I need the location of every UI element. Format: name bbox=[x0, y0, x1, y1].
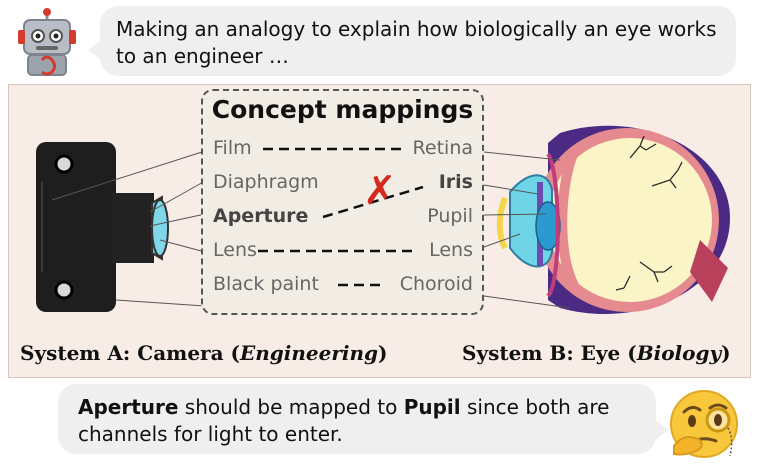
mapping-right-term: Pupil bbox=[427, 205, 473, 227]
top-message-bubble: Making an analogy to explain how biologi… bbox=[100, 6, 736, 76]
bottom-message-text: since both are channels for light to ent… bbox=[78, 395, 610, 446]
system-a-domain: Engineering bbox=[239, 341, 378, 365]
system-b-caption: System B: Eye (Biology) bbox=[462, 341, 731, 365]
bottom-message-keyword-aperture: Aperture bbox=[78, 395, 179, 419]
mapping-left-term: Lens bbox=[213, 239, 257, 261]
mapping-right-term: Choroid bbox=[399, 273, 473, 295]
thinking-face-monocle-icon bbox=[670, 390, 738, 458]
bottom-message-keyword-pupil: Pupil bbox=[403, 395, 461, 419]
camera-illustration bbox=[36, 142, 169, 312]
eye-pointer-lines bbox=[483, 151, 571, 309]
bubble-tail bbox=[88, 40, 102, 60]
system-a-caption: System A: Camera (Engineering) bbox=[20, 341, 387, 365]
system-b-prefix: System B: Eye ( bbox=[462, 341, 637, 365]
bottom-message-bubble: Aperture should be mapped to Pupil since… bbox=[58, 384, 656, 454]
concept-mappings-box: Concept mappings Film Retina Diaphragm I… bbox=[201, 89, 484, 315]
mapping-left-term: Aperture bbox=[213, 205, 309, 227]
wrong-mapping-cross-icon: ✗ bbox=[363, 168, 397, 214]
mapping-left-term: Diaphragm bbox=[213, 171, 319, 193]
mapping-row-film: Film Retina bbox=[213, 137, 473, 167]
connector-aperture-iris bbox=[322, 185, 424, 219]
robot-icon bbox=[18, 8, 76, 76]
mapping-row-aperture: Aperture Pupil bbox=[213, 205, 473, 235]
concept-mappings-title: Concept mappings bbox=[211, 95, 474, 124]
camera-pointer-lines bbox=[51, 150, 206, 307]
system-a-suffix: ) bbox=[378, 341, 388, 365]
bottom-message-text: should be mapped to bbox=[178, 395, 404, 419]
system-b-suffix: ) bbox=[721, 341, 731, 365]
system-b-domain: Biology bbox=[636, 341, 722, 365]
mapping-row-black-paint: Black paint Choroid bbox=[213, 273, 473, 303]
eye-illustration bbox=[496, 125, 730, 315]
system-a-prefix: System A: Camera ( bbox=[20, 341, 240, 365]
mapping-right-term: Lens bbox=[429, 239, 473, 261]
top-message-text: Making an analogy to explain how biologi… bbox=[116, 17, 717, 68]
mapping-left-term: Film bbox=[213, 137, 252, 159]
mapping-row-diaphragm: Diaphragm Iris bbox=[213, 171, 473, 201]
mapping-right-term: Retina bbox=[412, 137, 473, 159]
mapping-left-term: Black paint bbox=[213, 273, 319, 295]
mapping-right-term: Iris bbox=[438, 171, 473, 193]
mapping-row-lens: Lens Lens bbox=[213, 239, 473, 269]
mapping-connectors bbox=[258, 147, 424, 287]
bubble-tail bbox=[655, 420, 669, 440]
